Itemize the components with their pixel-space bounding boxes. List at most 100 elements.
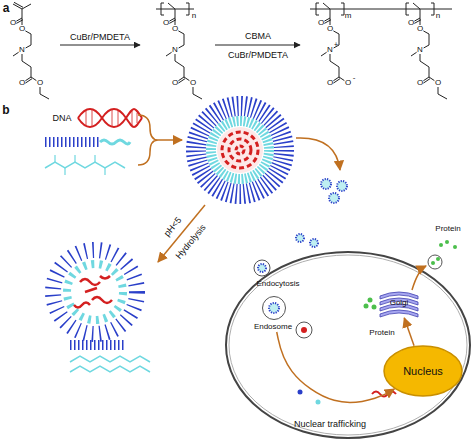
bracket	[138, 115, 158, 165]
edge-label: Protein	[369, 329, 394, 337]
atom-label: N	[417, 46, 424, 54]
polymer-brush	[70, 340, 125, 350]
micelle-small	[329, 193, 339, 203]
protein-dot	[445, 240, 449, 244]
annotation-label: n	[436, 12, 440, 20]
atom-label: N	[19, 46, 26, 54]
polymer-segment	[100, 140, 130, 144]
annotation-label: +	[334, 41, 338, 48]
reaction-arrow	[215, 45, 300, 46]
dna-strand	[78, 109, 142, 127]
atom-label: O	[18, 79, 25, 87]
protein-dot	[439, 243, 443, 247]
panel-letter: a	[3, 2, 10, 14]
annotation-label: n	[192, 12, 196, 20]
node-label: Endosome	[250, 323, 296, 332]
annotation-label: m	[345, 12, 352, 20]
annotation-label: CuBr/PMDETA	[70, 33, 130, 42]
annotation-label: CBMA	[245, 32, 271, 41]
atom-label: O	[326, 79, 333, 87]
dna-fragment	[301, 327, 307, 333]
dna-core	[229, 139, 251, 161]
panel-letter: b	[2, 104, 9, 116]
polymer-fragment	[298, 390, 303, 395]
micelle-small	[337, 181, 347, 191]
annotation-label: CuBr/PMDETA	[228, 51, 288, 60]
polymer-brush	[45, 137, 100, 147]
disrupted-shell	[67, 264, 123, 320]
golgi-cisterna	[380, 310, 418, 317]
node-label: Nucleus	[383, 365, 463, 377]
protein-dot	[431, 261, 435, 265]
polymer-structure	[70, 366, 150, 372]
micelle-shell	[211, 121, 269, 179]
micelle-small	[321, 179, 331, 189]
protein-dot	[372, 305, 377, 310]
bond-chain	[175, 9, 202, 99]
endosome-vesicle: Endosome	[250, 296, 296, 332]
micelle-small	[258, 264, 266, 272]
secretion-arrow	[412, 266, 426, 290]
atom-label: O	[18, 25, 25, 33]
endosome-membrane	[263, 297, 286, 320]
atom-label: O	[36, 79, 43, 87]
flow-arrow	[277, 332, 395, 402]
atom-label: O	[434, 79, 441, 87]
nucleus-outline	[384, 346, 462, 396]
vesicle	[296, 322, 312, 338]
atom-label: O	[416, 25, 423, 33]
protein-dot	[364, 304, 369, 309]
atom-label: O	[9, 19, 16, 27]
atom-label: N	[172, 46, 179, 54]
dna-core	[222, 132, 258, 168]
polymer-structure	[45, 162, 125, 168]
bond-chain	[22, 9, 49, 99]
polymer-structure	[70, 356, 150, 362]
micelle-small	[269, 303, 279, 313]
bond	[22, 4, 31, 9]
annotation-label: Hydrolysis	[174, 223, 207, 261]
atom-label: O	[326, 25, 333, 33]
dna-rungs	[86, 110, 137, 126]
backbone	[310, 9, 452, 10]
atom-label: O	[344, 79, 351, 87]
atom-label: O	[171, 79, 178, 87]
protein-dot	[368, 298, 373, 303]
atom-label: N	[327, 46, 334, 54]
polymer-fragment	[316, 400, 321, 405]
bond	[323, 3, 330, 9]
annotation-label: Protein	[435, 225, 460, 233]
micelle-small	[310, 239, 318, 247]
flow-arrow	[404, 318, 414, 346]
edge-label: Nuclear trafficking	[294, 420, 366, 429]
secretory-vesicle	[428, 255, 442, 269]
micelle-corona	[196, 106, 284, 194]
disrupted-corona	[53, 250, 137, 334]
golgi-organelle: Golgi	[378, 288, 420, 318]
atom-label: O	[189, 79, 196, 87]
annotation-label: DNA	[52, 114, 71, 123]
bond	[168, 3, 175, 9]
micelle-small	[296, 234, 304, 242]
cell-membrane-inner	[229, 255, 467, 435]
dna-strand	[78, 109, 142, 127]
endocytic-vesicle	[254, 260, 270, 276]
atom-label: O	[407, 19, 414, 27]
bond	[14, 2, 23, 7]
assembly-arrow	[158, 139, 182, 141]
node-label: Golgi	[378, 299, 420, 308]
protein-dot	[453, 245, 457, 249]
cell-membrane	[226, 252, 470, 438]
protein-dot	[436, 257, 440, 261]
annotation-label: Endocytosis	[256, 280, 299, 288]
polymer-structure	[55, 155, 105, 175]
reaction-arrow	[60, 45, 140, 46]
annotation-label: -	[353, 74, 356, 82]
atom-label: O	[416, 79, 423, 87]
nucleus-organelle: Nucleus	[383, 345, 463, 397]
uptake-arrow	[296, 138, 340, 170]
dna-strand	[372, 392, 396, 397]
micelle-core	[217, 127, 263, 173]
bond-chain	[420, 9, 447, 99]
atom-label: O	[317, 19, 324, 27]
